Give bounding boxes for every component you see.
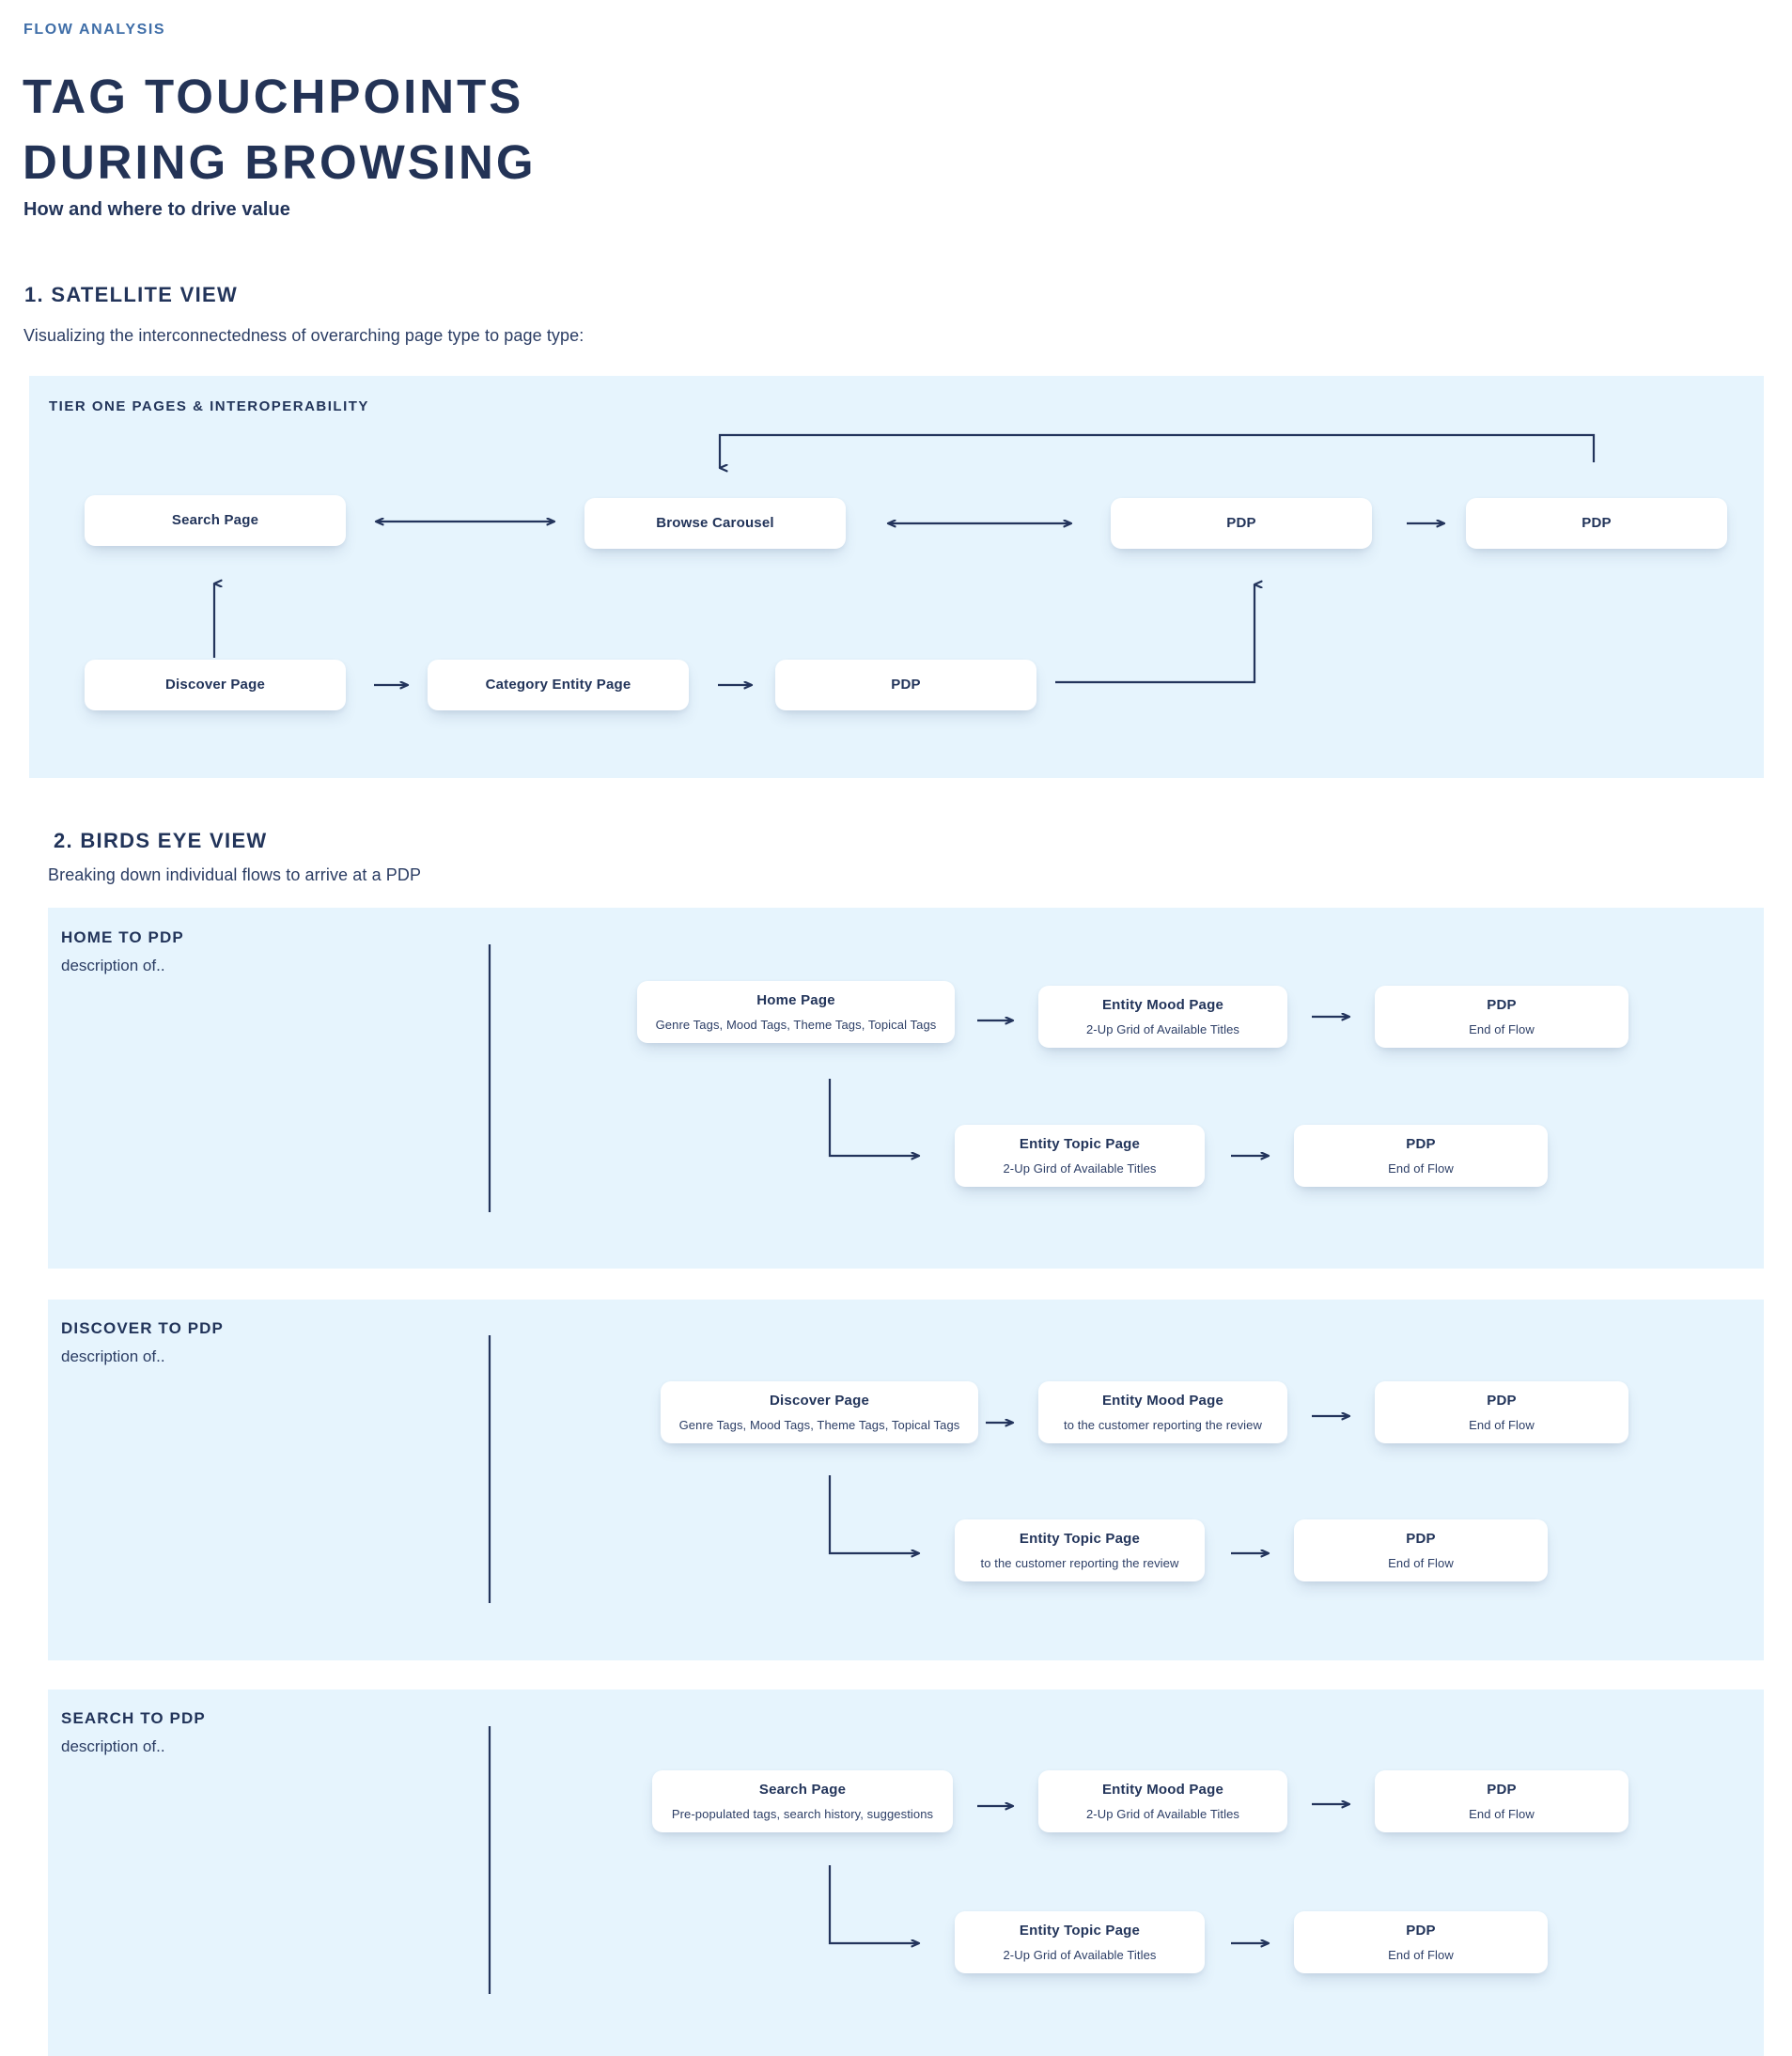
card-title: Entity Topic Page [1019,1922,1141,1939]
flow-label-discover: DISCOVER TO PDP [61,1319,224,1337]
flow-search-pdp-b-card[interactable]: PDP End of Flow [1294,1911,1548,1973]
node-label: Discover Page [165,677,265,693]
section-2-title: 2. BIRDS EYE VIEW [54,829,268,852]
flow-discover-pdp-a-card[interactable]: PDP End of Flow [1375,1381,1628,1443]
section-1-title: 1. SATELLITE VIEW [24,283,239,306]
card-subtitle: End of Flow [1388,1947,1454,1962]
satellite-panel [29,376,1764,778]
section-1-subtitle: Visualizing the interconnectedness of ov… [23,326,584,345]
node-label: Category Entity Page [485,677,631,693]
flow-search-pdp-a-card[interactable]: PDP End of Flow [1375,1770,1628,1832]
card-subtitle: 2-Up Grid of Available Titles [1003,1947,1157,1962]
flow-panel-discover [48,1300,1764,1660]
flow-discover-pdp-b-card[interactable]: PDP End of Flow [1294,1519,1548,1581]
node-category-entity-page[interactable]: Category Entity Page [428,660,689,710]
card-title: Entity Topic Page [1019,1135,1141,1152]
card-title: PDP [1487,1392,1517,1409]
section-2-subtitle: Breaking down individual flows to arrive… [48,865,422,884]
node-pdp-top-1[interactable]: PDP [1111,498,1372,549]
card-subtitle: End of Flow [1469,1417,1535,1432]
card-title: Home Page [756,991,835,1008]
card-subtitle: to the customer reporting the review [980,1555,1179,1570]
card-subtitle: End of Flow [1469,1021,1535,1036]
card-subtitle: Genre Tags, Mood Tags, Theme Tags, Topic… [655,1017,937,1032]
flow-panel-search [48,1690,1764,2056]
card-title: PDP [1406,1922,1436,1939]
card-title: Entity Mood Page [1101,1781,1224,1798]
node-label: PDP [1226,515,1256,531]
flow-desc-search: description of.. [61,1737,165,1755]
card-subtitle: Genre Tags, Mood Tags, Theme Tags, Topic… [678,1417,960,1432]
node-label: PDP [891,677,921,693]
flow-discover-topic-card[interactable]: Entity Topic Page to the customer report… [955,1519,1205,1581]
card-title: Entity Mood Page [1101,996,1224,1013]
card-subtitle: End of Flow [1388,1555,1454,1570]
flow-search-start-card[interactable]: Search Page Pre-populated tags, search h… [652,1770,953,1832]
flow-search-mood-card[interactable]: Entity Mood Page 2-Up Grid of Available … [1038,1770,1287,1832]
card-title: Discover Page [770,1392,869,1409]
flow-desc-home: description of.. [61,957,165,974]
flow-panel-home [48,908,1764,1269]
card-title: Entity Topic Page [1019,1530,1141,1547]
page-title-line2: DURING BROWSING [23,135,537,189]
card-subtitle: End of Flow [1469,1806,1535,1821]
node-search-page[interactable]: Search Page [85,495,346,546]
node-pdp-top-2[interactable]: PDP [1466,498,1727,549]
card-title: Entity Mood Page [1101,1392,1224,1409]
card-title: PDP [1487,1781,1517,1798]
page-title-line1: TAG TOUCHPOINTS [23,70,524,123]
flow-desc-discover: description of.. [61,1347,165,1365]
node-pdp-bottom[interactable]: PDP [775,660,1036,710]
satellite-panel-label: TIER ONE PAGES & INTEROPERABILITY [49,398,369,414]
card-subtitle: 2-Up Grid of Available Titles [1085,1021,1240,1036]
card-subtitle: to the customer reporting the review [1064,1417,1262,1432]
card-subtitle: End of Flow [1388,1160,1454,1176]
node-discover-page[interactable]: Discover Page [85,660,346,710]
flow-home-start-card[interactable]: Home Page Genre Tags, Mood Tags, Theme T… [637,981,955,1043]
flow-home-topic-card[interactable]: Entity Topic Page 2-Up Gird of Available… [955,1125,1205,1187]
flow-home-pdp-b-card[interactable]: PDP End of Flow [1294,1125,1548,1187]
flow-label-home: HOME TO PDP [61,928,184,946]
page-title: TAG TOUCHPOINTS DURING BROWSING [23,64,536,195]
eyebrow-label: FLOW ANALYSIS [23,22,166,38]
card-title: PDP [1487,996,1517,1013]
node-label: Browse Carousel [656,515,774,531]
node-label: PDP [1582,515,1612,531]
card-subtitle: Pre-populated tags, search history, sugg… [671,1806,934,1821]
flow-discover-mood-card[interactable]: Entity Mood Page to the customer reporti… [1038,1381,1287,1443]
flow-home-pdp-a-card[interactable]: PDP End of Flow [1375,986,1628,1048]
card-subtitle: 2-Up Grid of Available Titles [1085,1806,1240,1821]
card-title: PDP [1406,1135,1436,1152]
flow-discover-start-card[interactable]: Discover Page Genre Tags, Mood Tags, The… [661,1381,978,1443]
node-browse-carousel[interactable]: Browse Carousel [584,498,846,549]
page-subtitle: How and where to drive value [23,199,290,220]
card-title: PDP [1406,1530,1436,1547]
flow-home-mood-card[interactable]: Entity Mood Page 2-Up Grid of Available … [1038,986,1287,1048]
card-subtitle: 2-Up Gird of Available Titles [1003,1160,1157,1176]
node-label: Search Page [171,512,259,528]
flow-label-search: SEARCH TO PDP [61,1709,206,1727]
card-title: Search Page [758,1781,847,1798]
flow-search-topic-card[interactable]: Entity Topic Page 2-Up Grid of Available… [955,1911,1205,1973]
